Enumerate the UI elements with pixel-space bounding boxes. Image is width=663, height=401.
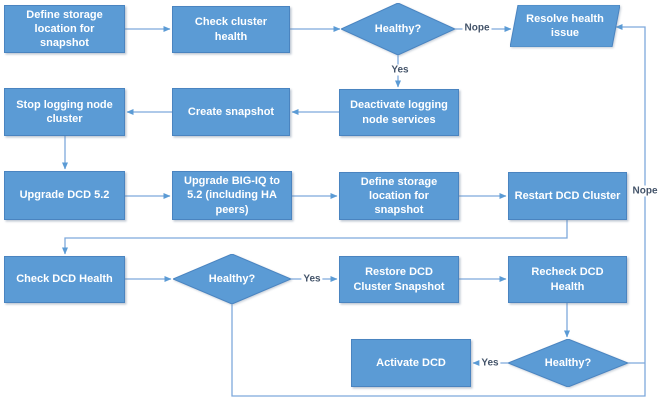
edge-label-yes-healthy1: Yes xyxy=(389,64,411,76)
diamond-shape xyxy=(341,3,455,55)
node-label: Check cluster health xyxy=(194,16,268,43)
node-label: Restart DCD Cluster xyxy=(514,189,621,202)
node-label: Recheck DCD Health xyxy=(531,266,604,293)
parallelogram-shape xyxy=(510,5,620,47)
node-label: Resolve health issue xyxy=(526,12,604,39)
connector-restartdcd-to-checkdcd xyxy=(62,220,568,255)
node-label: Create snapshot xyxy=(187,105,275,118)
node-deactivate-logging-node-services: Deactivate logging node services xyxy=(339,89,459,136)
node-restore-dcd-cluster-snapshot: Restore DCD Cluster Snapshot xyxy=(339,256,459,303)
edge-label-nope-right: Nope xyxy=(630,185,660,197)
node-label: Restore DCD Cluster Snapshot xyxy=(353,266,445,293)
node-label: Healthy? xyxy=(544,356,592,369)
node-label: Check DCD Health xyxy=(16,273,113,286)
node-define-storage-1: Define storage location for snapshot xyxy=(4,5,125,53)
node-healthy-decision-3: Healthy? xyxy=(508,339,628,387)
edge-label-yes-healthy2: Yes xyxy=(301,273,323,285)
node-check-cluster-health: Check cluster health xyxy=(172,6,290,53)
node-label: Deactivate logging node services xyxy=(350,99,448,126)
node-label: Activate DCD xyxy=(376,356,446,369)
node-upgrade-bigiq-52: Upgrade BIG-IQ to 5.2 (including HA peer… xyxy=(172,171,292,220)
node-create-snapshot: Create snapshot xyxy=(172,88,290,136)
node-stop-logging-node-cluster: Stop logging node cluster xyxy=(4,88,125,136)
connector-healthy2-nope-to-resolve xyxy=(231,24,646,397)
node-label: Healthy? xyxy=(208,272,256,285)
node-upgrade-dcd-52: Upgrade DCD 5.2 xyxy=(4,171,125,220)
node-define-storage-2: Define storage location for snapshot xyxy=(339,172,459,220)
diamond-shape xyxy=(508,339,628,387)
diamond-shape xyxy=(173,254,291,304)
node-label: Upgrade BIG-IQ to 5.2 (including HA peer… xyxy=(184,175,280,216)
node-restart-dcd-cluster: Restart DCD Cluster xyxy=(508,172,627,220)
node-label: Define storage location for snapshot xyxy=(26,8,103,50)
node-resolve-health-issue: Resolve health issue xyxy=(510,5,620,47)
node-label: Upgrade DCD 5.2 xyxy=(19,189,110,202)
node-recheck-dcd-health: Recheck DCD Health xyxy=(508,256,627,303)
node-healthy-decision-1: Healthy? xyxy=(341,3,455,55)
edge-label-yes-healthy3: Yes xyxy=(479,357,501,369)
node-label: Stop logging node cluster xyxy=(16,98,113,125)
node-label: Healthy? xyxy=(374,22,422,35)
edge-label-nope-top: Nope xyxy=(462,22,492,34)
node-label: Define storage location for snapshot xyxy=(360,175,438,217)
node-check-dcd-health: Check DCD Health xyxy=(4,256,125,303)
node-activate-dcd: Activate DCD xyxy=(351,339,471,387)
node-healthy-decision-2: Healthy? xyxy=(173,254,291,304)
